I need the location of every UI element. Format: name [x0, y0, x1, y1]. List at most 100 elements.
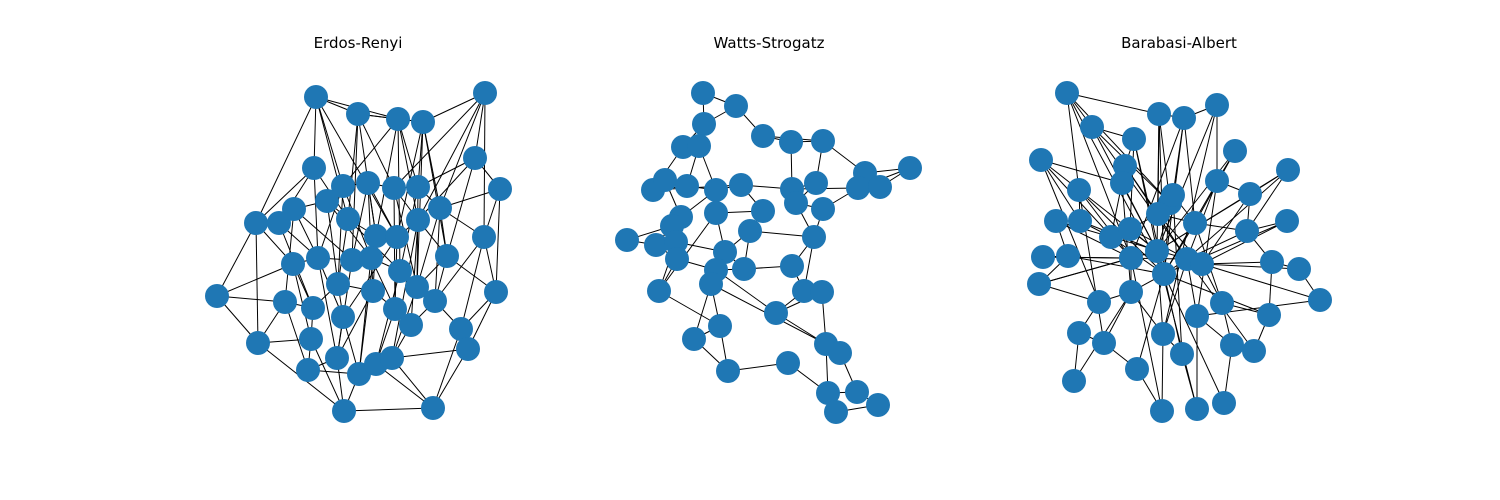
- watts-strogatz-node: [665, 247, 689, 271]
- erdos-renyi-edge: [315, 96, 398, 238]
- erdos-renyi-edge: [347, 113, 359, 220]
- erdos-renyi-node: [388, 259, 412, 283]
- erdos-renyi-edge: [255, 222, 259, 344]
- erdos-renyi-node: [405, 275, 429, 299]
- watts-strogatz-node: [776, 351, 800, 375]
- erdos-renyi-node: [331, 305, 355, 329]
- watts-strogatz-node: [716, 359, 740, 383]
- erdos-renyi-node: [386, 107, 410, 131]
- erdos-renyi-edge: [399, 186, 419, 272]
- watts-strogatz-node: [784, 191, 808, 215]
- barabasi-albert-node: [1185, 397, 1209, 421]
- watts-strogatz-node: [729, 173, 753, 197]
- barabasi-albert-node: [1190, 252, 1214, 276]
- barabasi-albert-node: [1067, 321, 1091, 345]
- graph-panel-watts-strogatz: [615, 81, 922, 424]
- watts-strogatz-node: [644, 233, 668, 257]
- erdos-renyi-node: [456, 337, 480, 361]
- barabasi-albert-node: [1147, 102, 1171, 126]
- barabasi-albert-edge: [1201, 193, 1251, 265]
- barabasi-albert-node: [1183, 211, 1207, 235]
- barabasi-albert-edge: [1163, 273, 1225, 404]
- erdos-renyi-node: [340, 248, 364, 272]
- barabasi-albert-node: [1044, 209, 1068, 233]
- erdos-renyi-node: [435, 244, 459, 268]
- barabasi-albert-node: [1122, 127, 1146, 151]
- barabasi-albert-edge: [1133, 138, 1158, 252]
- barabasi-albert-edge: [1161, 333, 1164, 412]
- watts-strogatz-node: [868, 175, 892, 199]
- watts-strogatz-node: [810, 280, 834, 304]
- erdos-renyi-node: [315, 189, 339, 213]
- barabasi-albert-node: [1152, 262, 1176, 286]
- erdos-renyi-edge: [310, 338, 345, 412]
- erdos-renyi-node: [359, 246, 383, 270]
- erdos-renyi-node: [306, 246, 330, 270]
- watts-strogatz-edge: [658, 212, 717, 292]
- watts-strogatz-node: [828, 341, 852, 365]
- erdos-renyi-node: [325, 346, 349, 370]
- watts-strogatz-node: [692, 112, 716, 136]
- barabasi-albert-node: [1185, 304, 1209, 328]
- erdos-renyi-edge: [336, 290, 374, 359]
- barabasi-albert-edge: [1091, 126, 1188, 260]
- erdos-renyi-node: [473, 81, 497, 105]
- barabasi-albert-node: [1235, 219, 1259, 243]
- erdos-renyi-node: [296, 358, 320, 382]
- erdos-renyi-edge: [393, 92, 486, 189]
- barabasi-albert-node: [1055, 81, 1079, 105]
- erdos-renyi-node: [267, 211, 291, 235]
- barabasi-albert-node: [1257, 303, 1281, 327]
- barabasi-albert-edge: [1066, 92, 1080, 191]
- watts-strogatz-node: [653, 168, 677, 192]
- erdos-renyi-edge: [416, 186, 419, 288]
- barabasi-albert-node: [1029, 148, 1053, 172]
- panel-title-watts-strogatz: Watts-Strogatz: [713, 34, 825, 52]
- watts-strogatz-node: [699, 272, 723, 296]
- erdos-renyi-node: [406, 175, 430, 199]
- erdos-renyi-node: [356, 171, 380, 195]
- barabasi-albert-edge: [1246, 169, 1289, 232]
- barabasi-albert-node: [1099, 225, 1123, 249]
- erdos-renyi-node: [246, 331, 270, 355]
- erdos-renyi-edge: [343, 407, 434, 412]
- watts-strogatz-node: [751, 124, 775, 148]
- barabasi-albert-node: [1150, 399, 1174, 423]
- barabasi-albert-node: [1119, 246, 1143, 270]
- barabasi-albert-node: [1242, 339, 1266, 363]
- erdos-renyi-node: [383, 297, 407, 321]
- watts-strogatz-node: [713, 240, 737, 264]
- erdos-renyi-node: [472, 225, 496, 249]
- watts-strogatz-node: [724, 94, 748, 118]
- watts-strogatz-node: [811, 129, 835, 153]
- erdos-renyi-node: [299, 327, 323, 351]
- barabasi-albert-node: [1276, 158, 1300, 182]
- erdos-renyi-edge: [317, 185, 344, 259]
- barabasi-albert-node: [1145, 239, 1169, 263]
- watts-strogatz-nodes: [615, 81, 922, 424]
- erdos-renyi-edge: [216, 222, 257, 297]
- erdos-renyi-edge: [351, 113, 359, 261]
- barabasi-albert-edge: [1078, 189, 1132, 259]
- erdos-renyi-node: [301, 296, 325, 320]
- barabasi-albert-edge: [1067, 255, 1165, 275]
- watts-strogatz-node: [824, 400, 848, 424]
- barabasi-albert-edge: [1040, 159, 1123, 184]
- barabasi-albert-edge: [1136, 273, 1165, 370]
- erdos-renyi-edge: [391, 348, 469, 359]
- barabasi-albert-edge: [1066, 92, 1171, 204]
- erdos-renyi-node: [273, 290, 297, 314]
- erdos-renyi-node: [336, 207, 360, 231]
- barabasi-albert-node: [1031, 245, 1055, 269]
- barabasi-albert-node: [1067, 178, 1091, 202]
- watts-strogatz-node: [732, 257, 756, 281]
- erdos-renyi-node: [463, 146, 487, 170]
- erdos-renyi-edge: [375, 363, 434, 409]
- barabasi-albert-node: [1027, 272, 1051, 296]
- watts-strogatz-node: [764, 301, 788, 325]
- watts-strogatz-node: [792, 279, 816, 303]
- erdos-renyi-edge: [434, 236, 485, 302]
- erdos-renyi-node: [205, 284, 229, 308]
- barabasi-albert-node: [1146, 202, 1170, 226]
- erdos-renyi-node: [282, 197, 306, 221]
